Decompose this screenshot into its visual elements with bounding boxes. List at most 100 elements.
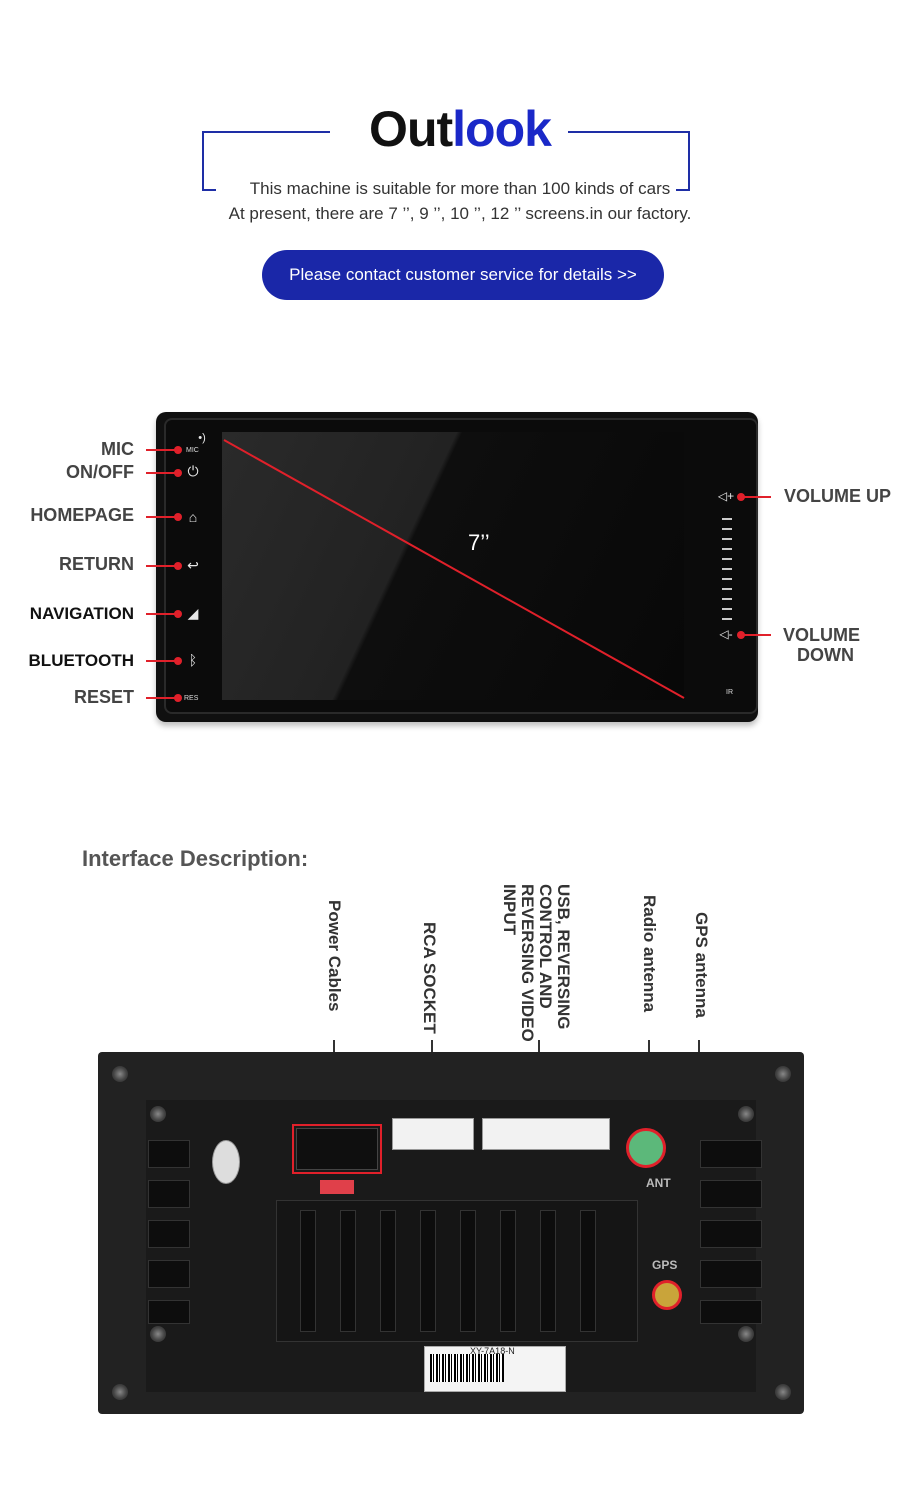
heatsink-fin (148, 1300, 190, 1324)
screen-size-label: 7’’ (468, 530, 490, 555)
leader-navigation (146, 613, 176, 615)
title-frame-top-right (568, 131, 690, 133)
leader-dot (174, 694, 182, 702)
heatsink-fin (148, 1180, 190, 1208)
label-rca-socket: RCA SOCKET (420, 922, 439, 1034)
leader-dot (174, 469, 182, 477)
rib (340, 1210, 356, 1332)
label-volume-up: VOLUME UP (784, 486, 892, 506)
label-power-cables: Power Cables (325, 900, 344, 1012)
label-homepage: HOMEPAGE (30, 505, 134, 525)
label-volume-down: VOLUME (783, 625, 861, 645)
volume-tick (722, 528, 732, 530)
reset-text: RES (184, 695, 199, 702)
label-radio-antenna: Radio antenna (640, 895, 659, 1013)
leader-dot (174, 446, 182, 454)
leader-reset (146, 697, 176, 699)
mic-icon: •) (198, 432, 206, 444)
interface-heading: Interface Description: (82, 846, 309, 871)
label-on-off: ON/OFF (66, 462, 134, 482)
title-frame-right (688, 131, 690, 191)
label-reset: RESET (73, 687, 134, 707)
label-usb-reversing: USB, REVERSING CONTROL AND REVERSING VID… (500, 884, 573, 1042)
label-bluetooth: BLUETOOTH (28, 651, 134, 670)
mic-text: MIC (186, 447, 199, 454)
page-title: Outlook (340, 100, 580, 158)
gps-antenna-port (652, 1280, 682, 1310)
volume-tick (722, 578, 732, 580)
screw (112, 1384, 128, 1400)
heatsink-fin (700, 1180, 762, 1208)
gps-text: GPS (652, 1258, 678, 1272)
label-volume-down-2: DOWN (797, 645, 854, 665)
volume-tick (722, 618, 732, 620)
heatsink-fin (148, 1140, 190, 1168)
diagonal-line (223, 439, 685, 699)
contact-service-button[interactable]: Please contact customer service for deta… (262, 250, 664, 300)
screw (775, 1066, 791, 1082)
volume-tick (722, 568, 732, 570)
volume-up-icon[interactable]: ◁+ (717, 489, 735, 503)
fuse (320, 1180, 354, 1194)
barcode (430, 1354, 504, 1382)
label-mic: MIC (101, 439, 134, 459)
heatsink-fin (148, 1220, 190, 1248)
title-frame-top-left (202, 131, 330, 133)
title-frame-bottom-left (202, 189, 216, 191)
heatsink-fin (700, 1260, 762, 1288)
model-number: XY-7A18-N (470, 1346, 515, 1356)
heatsink-fin (700, 1220, 762, 1248)
volume-tick (722, 558, 732, 560)
rib (380, 1210, 396, 1332)
title-part-blue: look (452, 101, 552, 157)
leader-bluetooth (146, 660, 176, 662)
label-gps-antenna: GPS antenna (692, 912, 711, 1018)
volume-tick (722, 598, 732, 600)
power-cable-highlight (292, 1124, 382, 1174)
rib (500, 1210, 516, 1332)
screw (775, 1384, 791, 1400)
rca-socket-connector (392, 1118, 474, 1150)
rib (300, 1210, 316, 1332)
leader-on-off (146, 472, 176, 474)
screw (112, 1066, 128, 1082)
power-icon[interactable]: ⏻ (187, 463, 199, 479)
leader-volume-down (741, 634, 771, 636)
volume-tick (722, 608, 732, 610)
title-frame-left (202, 131, 204, 191)
label-return: RETURN (59, 554, 134, 574)
home-icon[interactable]: ⌂ (188, 509, 198, 525)
leader-homepage (146, 516, 176, 518)
title-frame-bottom-right (676, 189, 690, 191)
ant-text: ANT (646, 1176, 671, 1190)
leader-dot (174, 513, 182, 521)
rib (540, 1210, 556, 1332)
rib (460, 1210, 476, 1332)
navigation-icon[interactable]: ◢ (187, 605, 199, 621)
volume-down-icon[interactable]: ◁- (719, 627, 733, 641)
leader-dot (174, 562, 182, 570)
rear-body (276, 1200, 638, 1342)
screw (738, 1106, 754, 1122)
diagonal-measure (223, 439, 685, 699)
volume-tick (722, 518, 732, 520)
return-icon[interactable]: ↩ (187, 557, 199, 573)
usb-reversing-connector (482, 1118, 610, 1150)
volume-tick (722, 538, 732, 540)
ir-text: IR (726, 689, 733, 696)
heatsink-fin (700, 1140, 762, 1168)
leader-volume-up (741, 496, 771, 498)
title-part-dark: Out (369, 101, 453, 157)
screw (150, 1326, 166, 1342)
volume-tick (722, 588, 732, 590)
screw (738, 1326, 754, 1342)
power-cable-connector (296, 1128, 378, 1170)
leader-mic (146, 449, 176, 451)
rib (580, 1210, 596, 1332)
subtitle-2: At present, there are 7 ’’, 9 ’’, 10 ’’,… (228, 204, 692, 223)
heatsink-fin (148, 1260, 190, 1288)
leader-dot (174, 610, 182, 618)
bluetooth-icon[interactable]: ᛒ (188, 652, 198, 668)
label-navigation: NAVIGATION (29, 604, 134, 623)
passed-sticker (212, 1140, 240, 1184)
